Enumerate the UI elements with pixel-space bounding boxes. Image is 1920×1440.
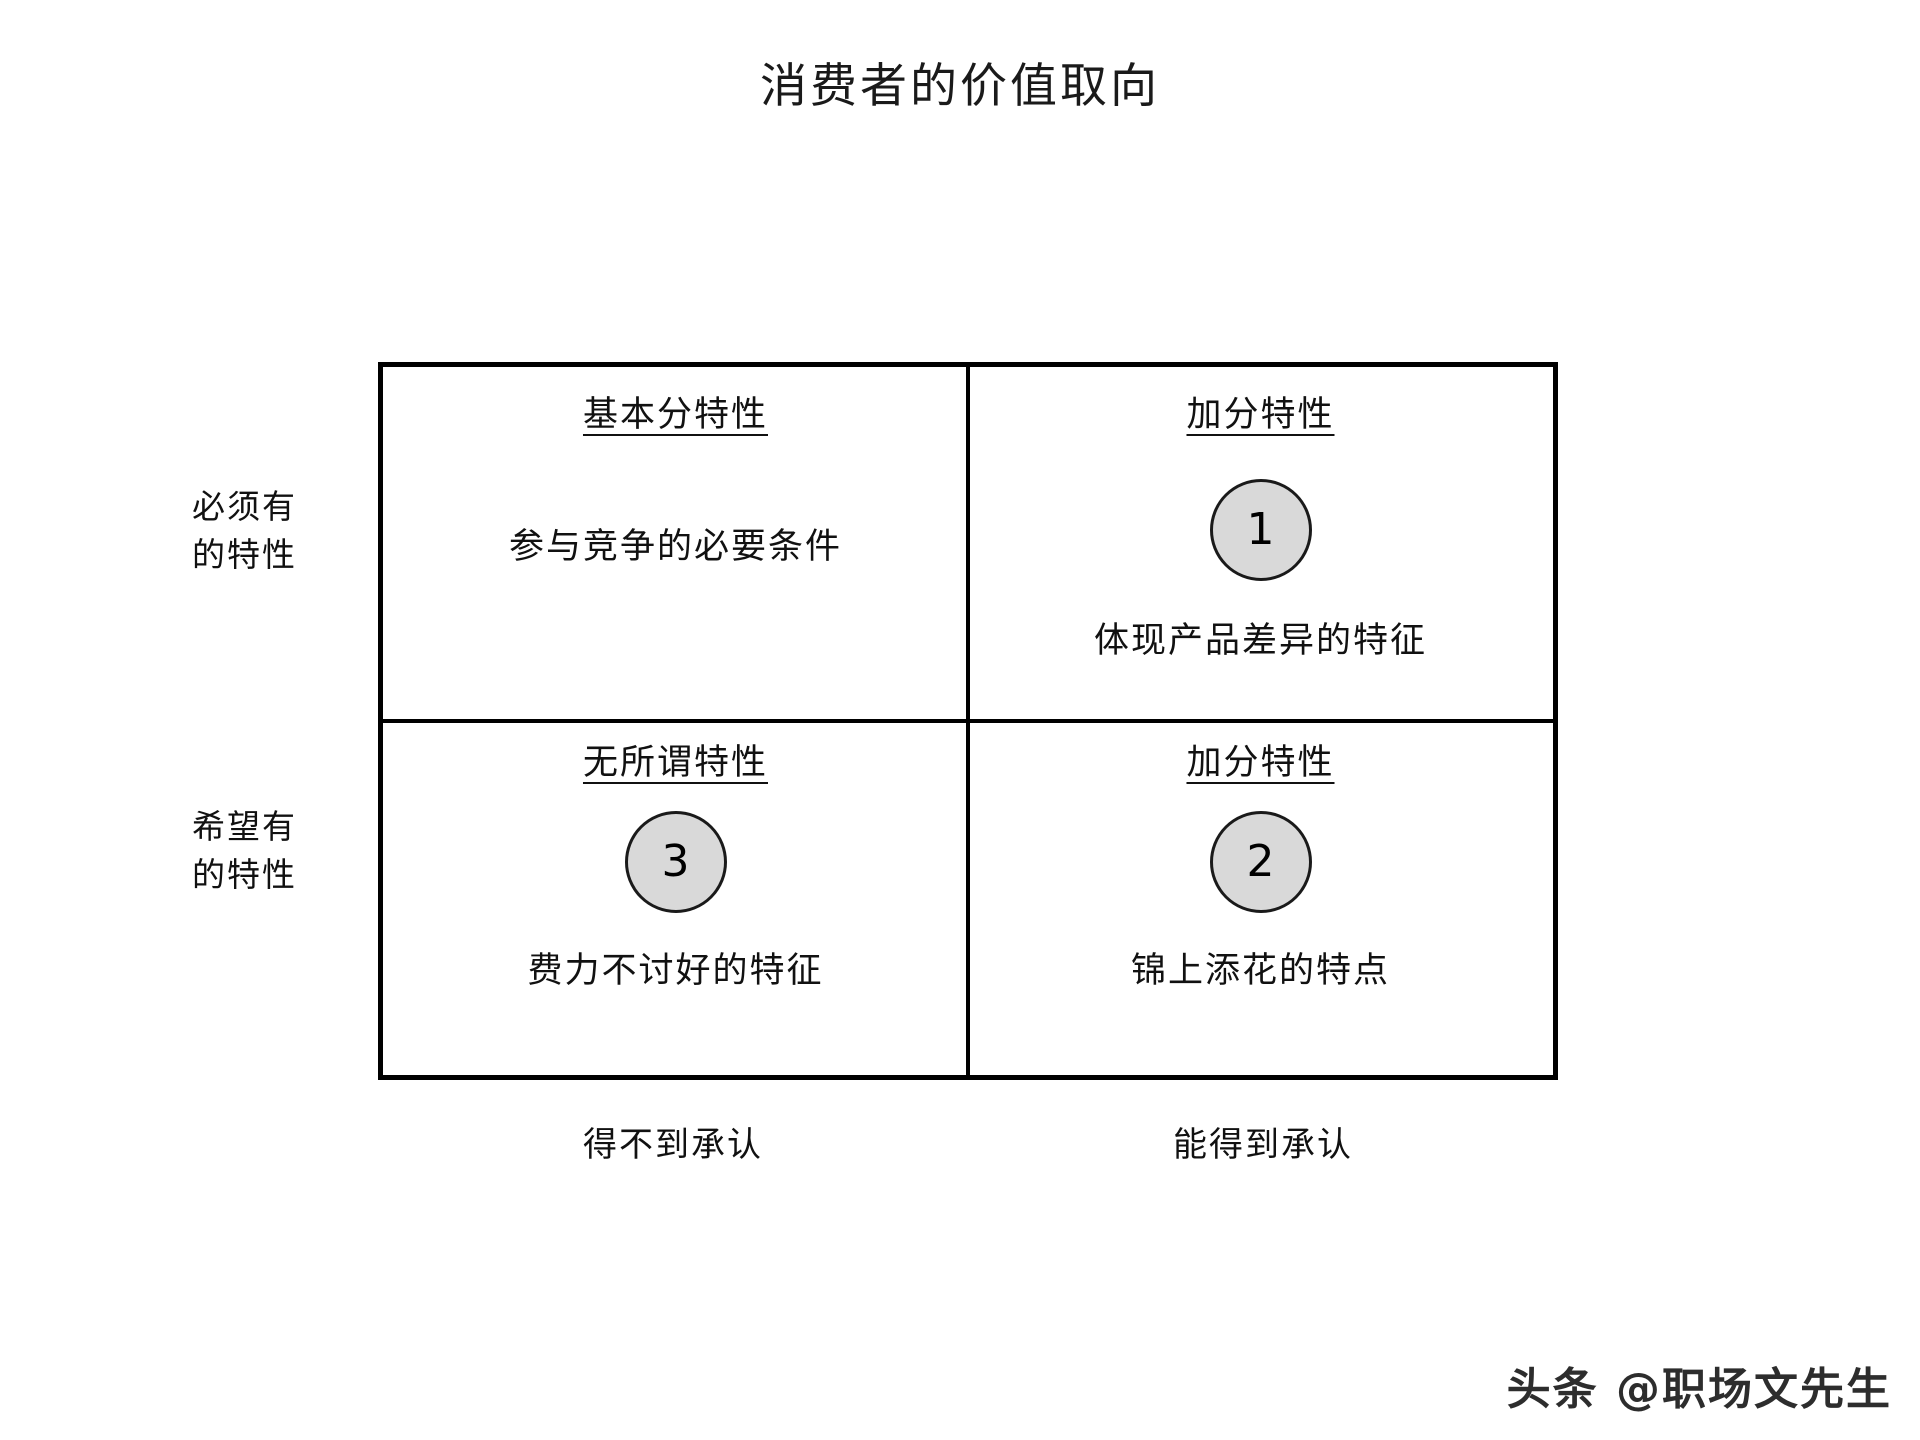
page-title: 消费者的价值取向: [760, 59, 1160, 114]
y-axis-label-nice-to-have-line2: 的特性: [192, 855, 297, 894]
quadrant-bottom-left: 无所谓特性 3 费力不讨好的特征: [383, 721, 968, 1075]
quadrant-top-right-body: 体现产品差异的特征: [1093, 621, 1427, 661]
y-axis-label-nice-to-have-line1: 希望有: [192, 807, 297, 846]
quadrant-bottom-left-heading: 无所谓特性: [582, 743, 768, 783]
y-axis-label-must-have-line2: 的特性: [192, 535, 297, 574]
y-axis-label-must-have: 必须有 的特性: [192, 483, 422, 579]
quadrant-top-left: 基本分特性 参与竞争的必要条件: [383, 367, 968, 721]
quadrant-bottom-right-body: 锦上添花的特点: [1130, 951, 1390, 991]
badge-circle-2: 2: [1209, 811, 1312, 913]
quadrant-top-right: 加分特性 1 体现产品差异的特征: [968, 367, 1553, 721]
quadrant-bottom-right: 加分特性 2 锦上添花的特点: [968, 721, 1553, 1075]
y-axis-label-must-have-line1: 必须有: [192, 487, 297, 526]
y-axis-label-nice-to-have: 希望有 的特性: [192, 803, 422, 899]
quadrant-bottom-right-heading: 加分特性: [1186, 743, 1335, 783]
quadrant-top-left-heading: 基本分特性: [582, 395, 768, 435]
badge-circle-1: 1: [1209, 479, 1312, 581]
x-axis-label-recognized: 能得到承认: [1173, 1125, 1353, 1165]
x-axis-label-not-recognized: 得不到承认: [583, 1125, 763, 1165]
quadrant-top-left-body: 参与竞争的必要条件: [508, 527, 842, 567]
watermark: 头条 @职场文先生: [1506, 1364, 1892, 1415]
matrix-horizontal-divider: [383, 719, 1553, 723]
quadrant-bottom-left-body: 费力不讨好的特征: [527, 951, 824, 991]
badge-circle-3: 3: [624, 811, 727, 913]
quadrant-top-right-heading: 加分特性: [1186, 395, 1335, 435]
value-matrix-diagram: 基本分特性 参与竞争的必要条件 加分特性 1 体现产品差异的特征 无所谓特性 3…: [378, 362, 1558, 1080]
